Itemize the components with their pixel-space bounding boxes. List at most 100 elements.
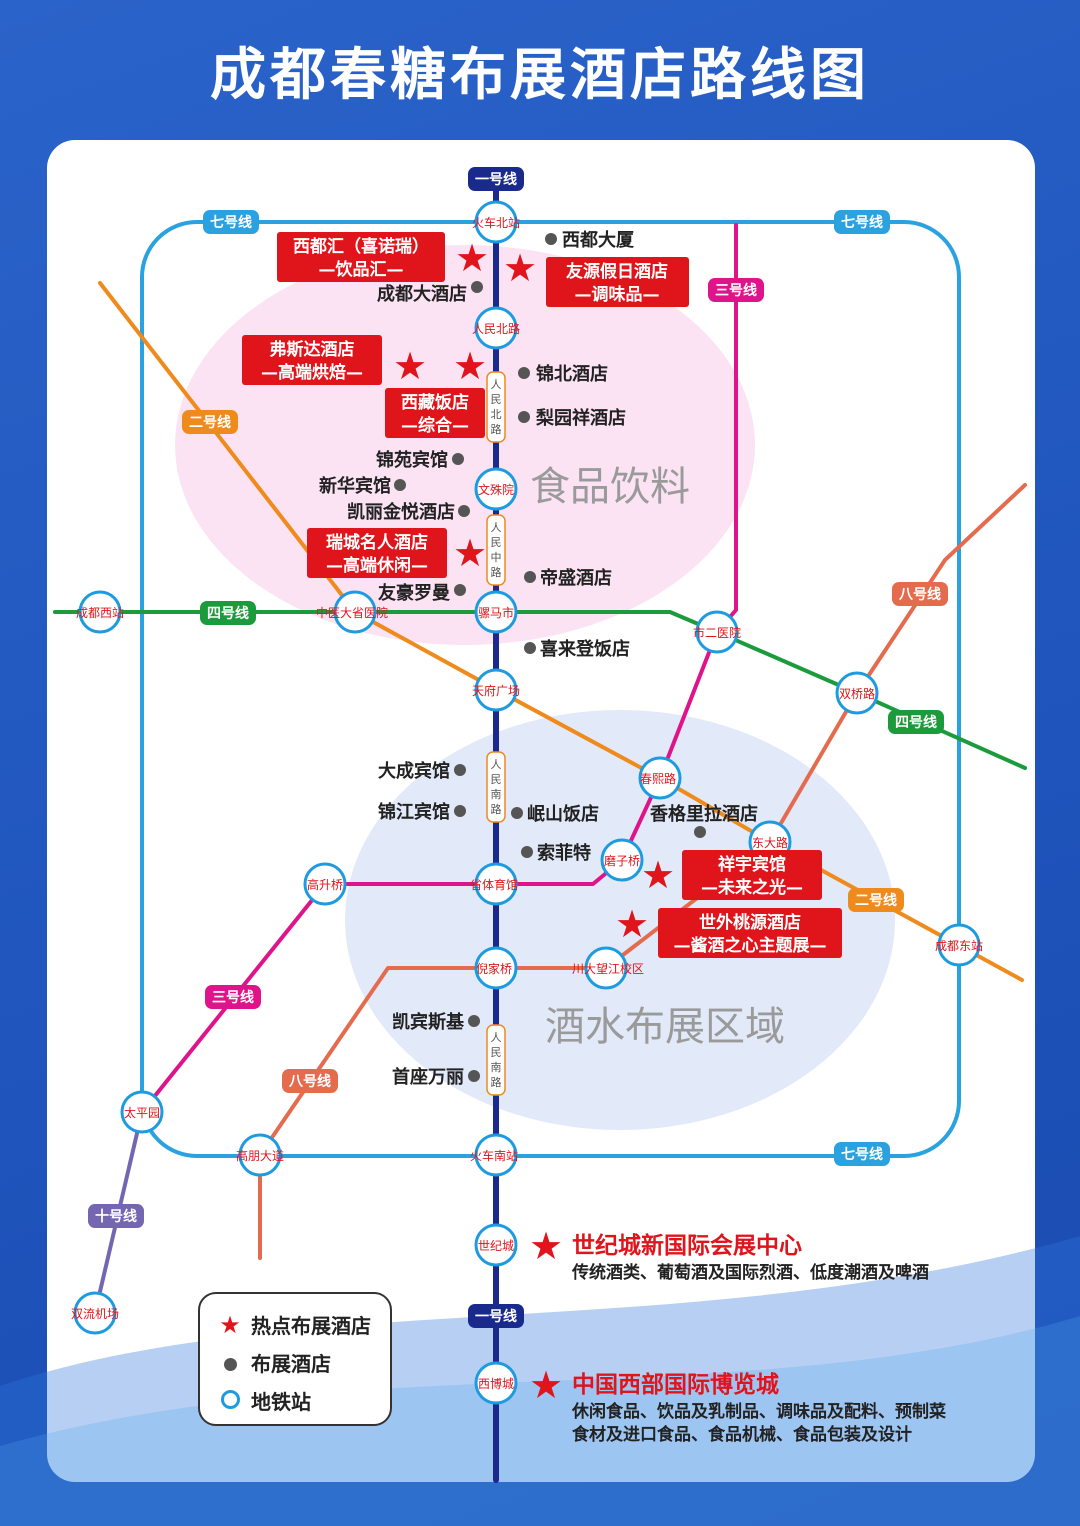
line-2-badge: 二号线 [182,410,238,434]
line-8-badge: 八号线 [282,1069,338,1093]
line-3 [140,223,738,1114]
hot-hotel-shiwaitaoyuan[interactable]: 世外桃源酒店 —酱酒之心主题展— [658,908,842,958]
drink-zone-label: 酒水布展区域 [545,1004,785,1050]
svg-text:三号线: 三号线 [212,989,254,1006]
hot-hotel-xizang[interactable]: 西藏饭店 —综合— [385,388,485,438]
hot-hotel-fusida[interactable]: 弗斯达酒店 —高端烘焙— [242,335,382,385]
station-ring[interactable] [474,467,518,511]
hotel-dot [454,584,466,596]
dot-icon [216,1352,244,1376]
svg-text:友源假日酒店: 友源假日酒店 [566,261,668,282]
hot-hotel-ruicheng[interactable]: 瑞城名人酒店 —高端休闲— [307,528,447,578]
station-ring[interactable] [638,756,682,800]
station-ring[interactable] [474,590,518,634]
hotel-dot [458,505,470,517]
station-ring[interactable] [600,838,644,882]
line-3-badge: 三号线 [205,985,261,1009]
station-name: 人民北路 [472,321,520,336]
venue-desc: 传统酒类、葡萄酒及国际烈酒、低度潮酒及啤酒 [571,1262,929,1283]
hotel-dot [468,1015,480,1027]
hot-star-icon: ★ [529,1363,563,1407]
svg-text:一号线: 一号线 [475,171,517,188]
hotel-dot [468,1070,480,1082]
legend-row-hot: ★ 热点布展酒店 [216,1310,371,1339]
road-label-text: 人民南路 [491,758,502,816]
hot-hotel-xiduhui[interactable]: 西都汇（喜诺瑞） —饮品汇— [277,232,445,282]
station-ring[interactable] [333,590,377,634]
hot-star-icon: ★ [393,344,427,388]
station-name: 双流机场 [71,1307,119,1321]
station-ring[interactable] [120,1090,164,1134]
svg-text:一号线: 一号线 [475,1308,517,1325]
line-7-badge: 七号线 [834,210,890,234]
hot-star-icon: ★ [503,246,537,290]
svg-text:瑞城名人酒店: 瑞城名人酒店 [326,532,428,553]
station-name: 世纪城 [478,1239,514,1253]
legend: ★ 热点布展酒店 布展酒店 地铁站 [198,1292,392,1426]
legend-row-hotel: 布展酒店 [216,1348,331,1377]
svg-text:—未来之光—: —未来之光— [701,877,803,898]
station-ring[interactable] [937,923,981,967]
hot-hotel-xiangyu[interactable]: 祥宇宾馆 —未来之光— [682,850,822,900]
station-ring[interactable] [474,200,518,244]
station-ring-icon [216,1390,244,1414]
station-name: 川大望江校区 [572,961,644,976]
station-ring[interactable] [695,610,739,654]
station-name: 火车北站 [472,215,520,230]
road-label: 人民南路 [486,751,506,823]
station-name: 天府广场 [472,683,520,698]
station-ring[interactable] [474,862,518,906]
road-label-text: 人民中路 [491,521,502,579]
food-zone-label: 食品饮料 [530,464,690,510]
hotel-name: 索菲特 [537,842,591,864]
line-7 [140,220,961,1158]
star-icon: ★ [219,1311,241,1339]
station-ring[interactable] [238,1133,282,1177]
svg-text:—酱酒之心主题展—: —酱酒之心主题展— [674,935,827,956]
station-ring[interactable] [474,306,518,350]
station-name: 双桥路 [839,686,875,701]
svg-text:—高端休闲—: —高端休闲— [326,555,428,576]
hotel-dot [511,807,523,819]
hotel-name: 锦江宾馆 [378,801,450,823]
station-ring[interactable] [474,1133,518,1177]
station-ring[interactable] [835,671,879,715]
hotel-name: 首座万丽 [392,1066,464,1088]
station-ring[interactable] [474,1361,518,1405]
hotel-name: 帝盛酒店 [540,567,612,589]
station-name: 文殊院 [478,482,514,497]
station-ring[interactable] [584,946,628,990]
station-name: 春熙路 [640,771,676,786]
svg-text:—调味品—: —调味品— [575,284,660,305]
hotel-name: 大成宾馆 [378,760,450,782]
svg-text:二号线: 二号线 [855,892,897,909]
station-name: 磨子桥 [604,854,640,868]
hotel-dot [394,479,406,491]
svg-text:十号线: 十号线 [95,1208,137,1225]
road-label: 人民南路 [486,1024,506,1096]
station-ring[interactable] [78,590,122,634]
station-ring[interactable] [474,1223,518,1267]
station-ring[interactable] [303,862,347,906]
svg-text:四号线: 四号线 [895,714,937,731]
station-ring[interactable] [474,668,518,712]
svg-text:—高端烘焙—: —高端烘焙— [261,362,363,383]
line-1-badge: 一号线 [468,167,524,191]
svg-text:世外桃源酒店: 世外桃源酒店 [699,912,801,933]
station-ring[interactable] [73,1291,117,1335]
line-10-badge: 十号线 [88,1204,144,1228]
road-label: 人民中路 [486,514,506,586]
hotel-name: 成都大酒店 [377,283,467,305]
svg-text:弗斯达酒店: 弗斯达酒店 [270,339,355,360]
hotel-name: 喜来登饭店 [540,638,630,660]
hotel-dot [452,453,464,465]
hot-star-icon: ★ [455,236,489,280]
station-name: 西博城 [478,1376,514,1391]
station-name: 高朋大道 [236,1148,284,1163]
station-name: 骡马市 [478,605,514,620]
road-label-text: 人民南路 [491,1031,502,1089]
station-ring[interactable] [474,946,518,990]
svg-text:七号线: 七号线 [841,1146,883,1163]
hotel-name: 岷山饭店 [527,803,599,825]
hot-hotel-youyuan[interactable]: 友源假日酒店 —调味品— [546,257,689,307]
